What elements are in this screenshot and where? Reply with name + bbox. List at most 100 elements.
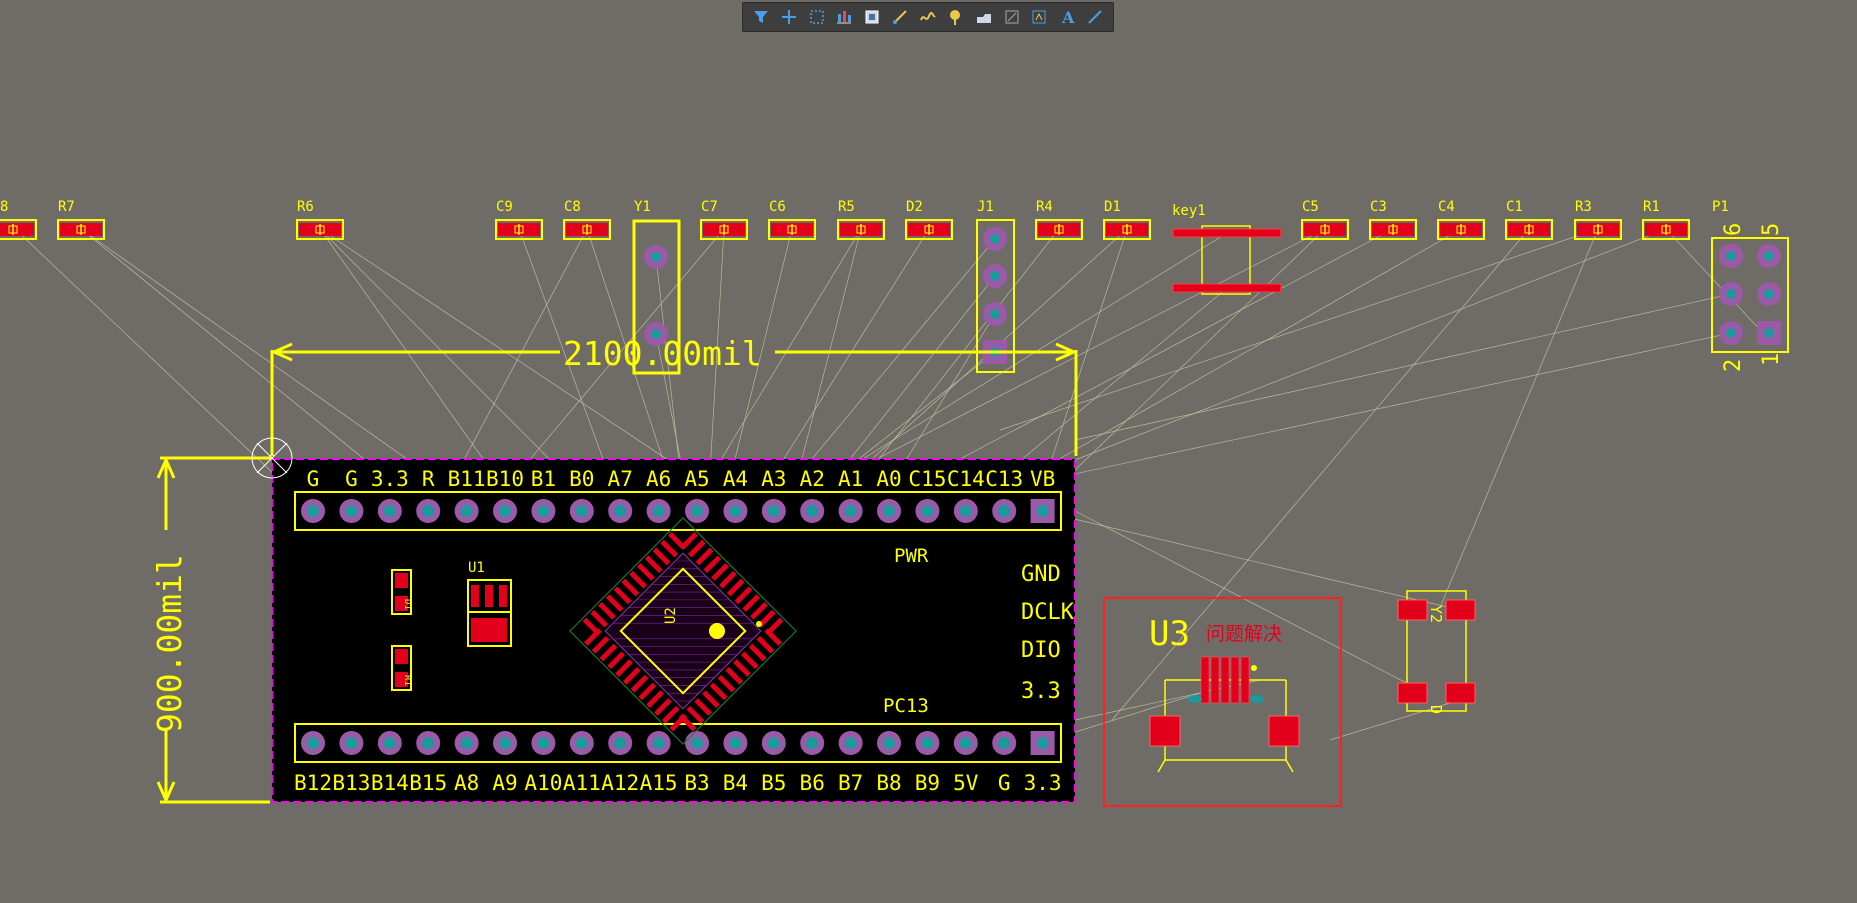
top-header-label: A4 [723,467,748,491]
active-bar-toolbar: A [742,2,1114,32]
u2-label: U2 [663,607,679,624]
designator-j1: J1 [977,199,994,215]
right-label-dclk: DCLK [1021,600,1075,625]
designator-r6: R6 [297,199,314,215]
filter-button[interactable] [749,5,773,29]
designator-c6: C6 [769,199,786,215]
right-label-3v3: 3.3 [1021,679,1061,704]
component-c6[interactable] [768,219,816,240]
bottom-header-label: B6 [800,771,825,795]
p1-connector[interactable] [1711,237,1789,353]
component-c8[interactable] [563,219,611,240]
bottom-header-label: B12 [294,771,332,795]
via-icon [949,10,960,25]
via-button[interactable] [944,5,968,29]
dimension-vertical-label: 900.00mil [150,554,189,733]
dimension-vertical[interactable] [156,456,272,804]
u3-usb-connector[interactable] [1103,597,1342,807]
component-r7[interactable] [57,219,105,240]
top-header-label: C15 [908,467,946,491]
u1-label: U1 [468,560,485,576]
top-header-label: A6 [646,467,671,491]
component-d2[interactable] [905,219,953,240]
component-r4[interactable] [1035,219,1083,240]
top-header-label: A3 [761,467,786,491]
p1-pin-2: 2 [1721,359,1746,372]
designator-c5: C5 [1302,199,1319,215]
bottom-header-label: A15 [640,771,678,795]
p1-pin-1: 1 [1759,353,1784,366]
designator-key1: key1 [1172,203,1206,219]
bottom-header-label: B3 [684,771,709,795]
align-icon [837,11,852,24]
bottom-header-label: B5 [761,771,786,795]
component-8[interactable] [0,219,37,240]
small-resistor-bottom[interactable] [391,645,412,691]
key1-switch[interactable] [1172,225,1282,295]
fill-button[interactable] [972,5,996,29]
top-header-label: G [345,467,358,491]
designator-p1: P1 [1712,199,1729,215]
region-icon [1005,10,1019,24]
p1-pin-6: 6 [1721,223,1746,236]
header-pins[interactable] [301,499,1055,755]
designator-r4: R4 [1036,199,1053,215]
route-button[interactable] [888,5,912,29]
bottom-header-label: A10 [524,771,562,795]
designator-d2: D2 [906,199,923,215]
route-icon [893,10,907,24]
designator-r7: R7 [58,199,75,215]
component-d1[interactable] [1103,219,1151,240]
text-button[interactable]: A [1055,5,1079,29]
bottom-header-label: G [998,771,1011,795]
header-labels: GB12GB133.3B14RB15B11A8B10A9B1A10B0A11A7… [294,467,1062,795]
pc13-label: PC13 [883,695,929,717]
component-button[interactable] [860,5,884,29]
component-c7[interactable] [700,219,748,240]
bottom-header-label: B15 [409,771,447,795]
interactive-route-icon [920,11,936,21]
add-icon [781,10,796,24]
top-header-label: A1 [838,467,863,491]
interactive-route-button[interactable] [916,5,940,29]
component-c4[interactable] [1437,219,1485,240]
component-r6[interactable] [296,219,344,240]
u2-mcu[interactable] [569,517,797,745]
y2-crystal[interactable] [1397,590,1476,712]
top-header-label: B1 [531,467,556,491]
y2-designator: Y2 [1427,605,1445,623]
bottom-header-label: B8 [876,771,901,795]
component-r5[interactable] [837,219,885,240]
line-button[interactable] [1083,5,1107,29]
component-c5[interactable] [1301,219,1349,240]
u1-regulator[interactable] [467,579,512,647]
component-c3[interactable] [1369,219,1417,240]
origin-marker [251,437,293,479]
top-header-label: A0 [876,467,901,491]
svg-text:A: A [1061,8,1075,26]
select-rect-icon [809,10,824,24]
top-header-label: A7 [608,467,633,491]
bottom-header-label: A8 [454,771,479,795]
component-r1[interactable] [1642,219,1690,240]
component-c1[interactable] [1505,219,1553,240]
bottom-header-label: A11 [563,771,601,795]
component-c9[interactable] [495,219,543,240]
small-resistor-bottom-label: R1 [402,675,412,686]
component-r3[interactable] [1574,219,1622,240]
dimension-button[interactable] [1027,5,1051,29]
small-resistor-top[interactable] [391,569,412,615]
region-button[interactable] [1000,5,1024,29]
top-header-label: B0 [569,467,594,491]
bottom-header-label: 3.3 [1024,771,1062,795]
add-button[interactable] [777,5,801,29]
y1-crystal[interactable] [632,219,681,375]
j1-header[interactable] [976,219,1015,373]
align-button[interactable] [832,5,856,29]
select-rect-button[interactable] [805,5,829,29]
small-resistor-top-label: D1 [402,599,412,610]
bottom-header-label: B4 [723,771,748,795]
